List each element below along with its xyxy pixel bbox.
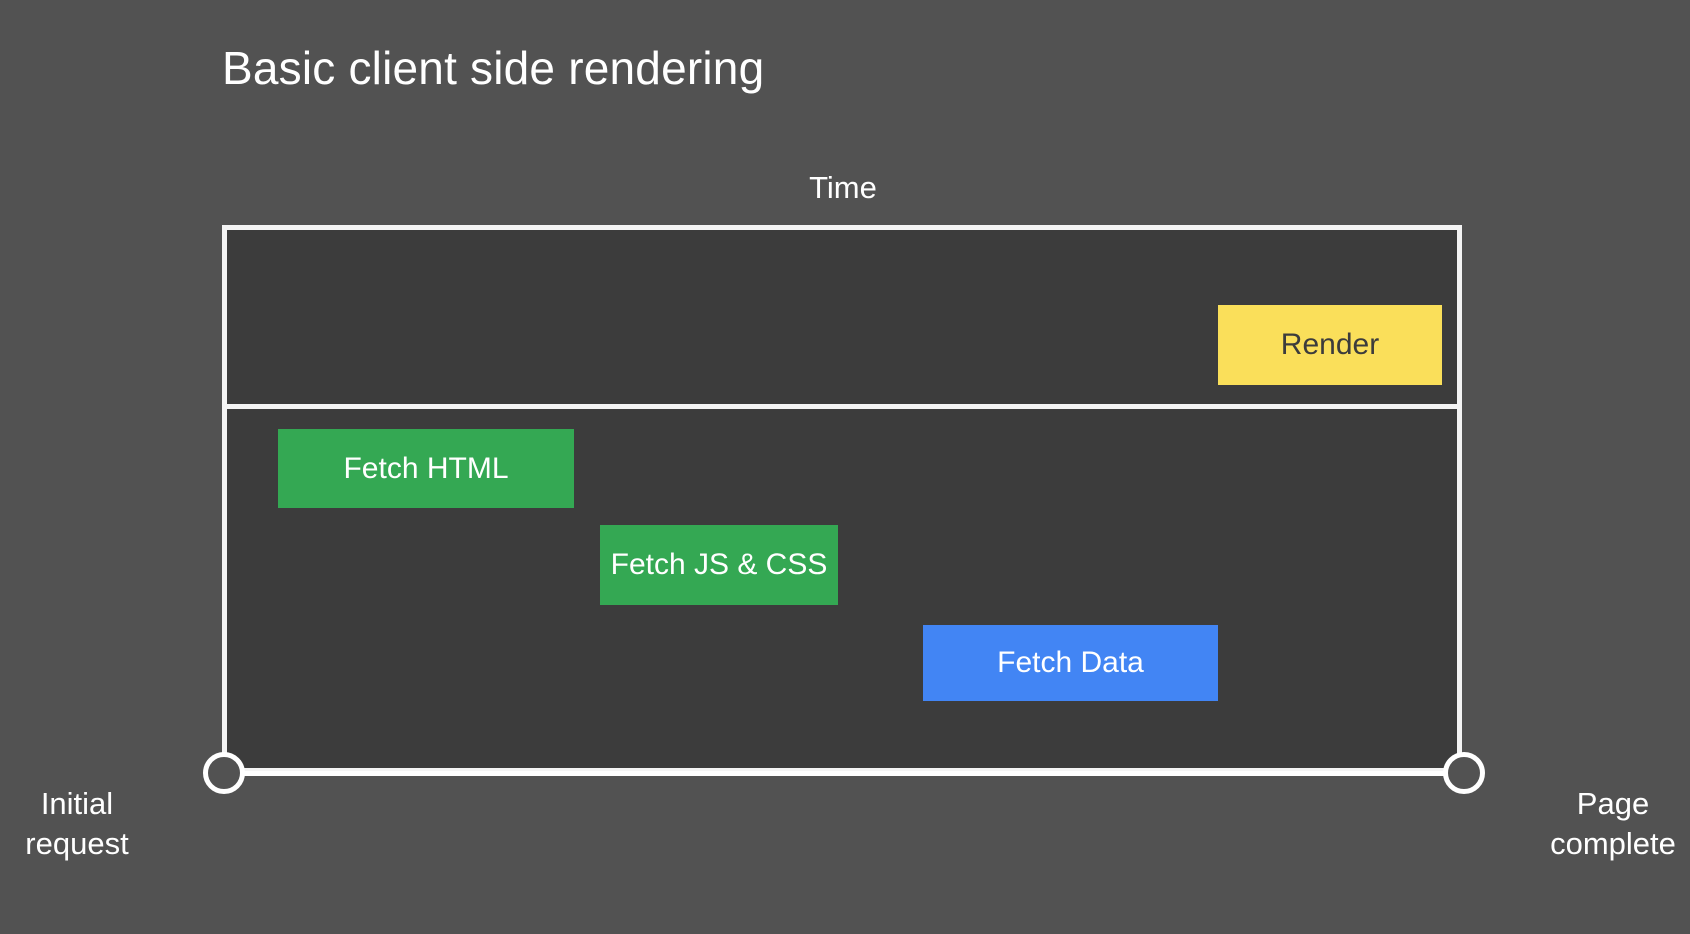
lane-divider xyxy=(222,404,1462,409)
timeline-axis-line xyxy=(207,771,1479,776)
task-bar-fetch-html[interactable]: Fetch HTML xyxy=(278,429,574,508)
time-axis-caption: Time xyxy=(809,170,877,205)
timeline-start-label-line1: Initial xyxy=(40,786,114,821)
timeline-end-label-line2: complete xyxy=(1550,826,1676,861)
page-title: Basic client side rendering xyxy=(222,42,765,94)
timeline-end-label-line1: Page xyxy=(1576,786,1650,821)
timeline-end-circle-icon xyxy=(1443,752,1485,794)
timeline-start-label-line2: request xyxy=(25,826,129,861)
task-bar-render[interactable]: Render xyxy=(1218,305,1442,385)
timeline-start-label: Initial request xyxy=(0,784,192,864)
timeline-end-label: Page complete xyxy=(1498,784,1690,864)
task-bar-fetch-js-css[interactable]: Fetch JS & CSS xyxy=(600,525,838,605)
task-bar-fetch-data[interactable]: Fetch Data xyxy=(923,625,1218,701)
timeline-start-circle-icon xyxy=(203,752,245,794)
